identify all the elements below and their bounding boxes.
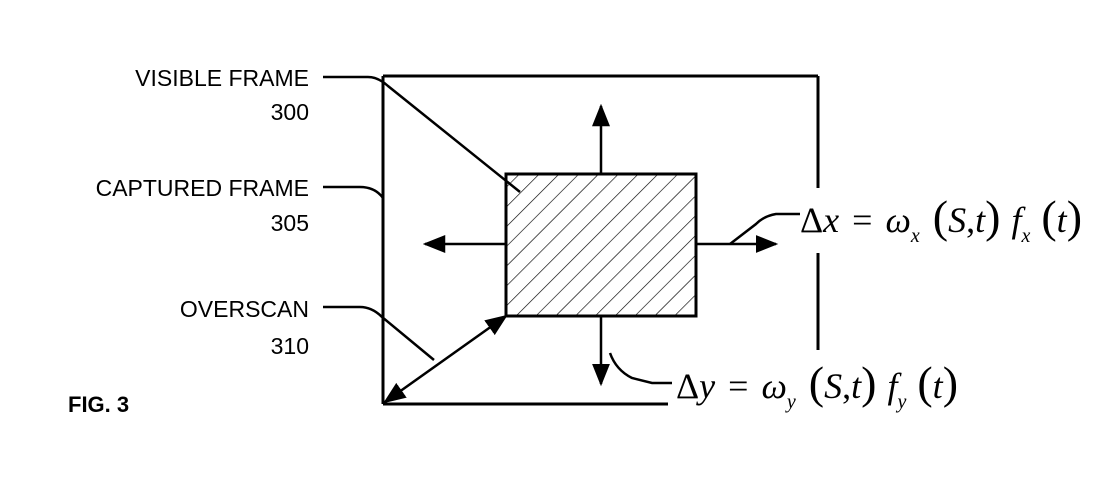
dy-equation: Δy = ωy (S,t) fy (t): [676, 357, 958, 416]
visible-frame-number: 300: [270, 99, 309, 125]
visible-frame-leader: [323, 75, 521, 193]
overscan-leader: [323, 305, 435, 361]
dx-equation: Δx = ωx (S,t) fx (t): [800, 191, 1082, 250]
visible-frame-label: VISIBLE FRAME: [135, 65, 309, 91]
figure-label: FIG. 3: [68, 392, 130, 417]
dx-leader: [729, 212, 800, 245]
leader-lines: [323, 75, 800, 385]
overscan-label: OVERSCAN: [179, 296, 309, 322]
captured-frame-leader: [323, 185, 385, 199]
visible-frame-rect: [504, 172, 698, 318]
overscan-number: 310: [270, 333, 309, 359]
captured-frame-rect: [381, 74, 820, 406]
dy-leader: [608, 352, 672, 385]
motion-arrows: [383, 103, 779, 404]
overscan-arrow: [383, 314, 508, 404]
captured-frame-label: CAPTURED FRAME: [95, 175, 309, 201]
captured-frame-number: 305: [270, 210, 309, 236]
